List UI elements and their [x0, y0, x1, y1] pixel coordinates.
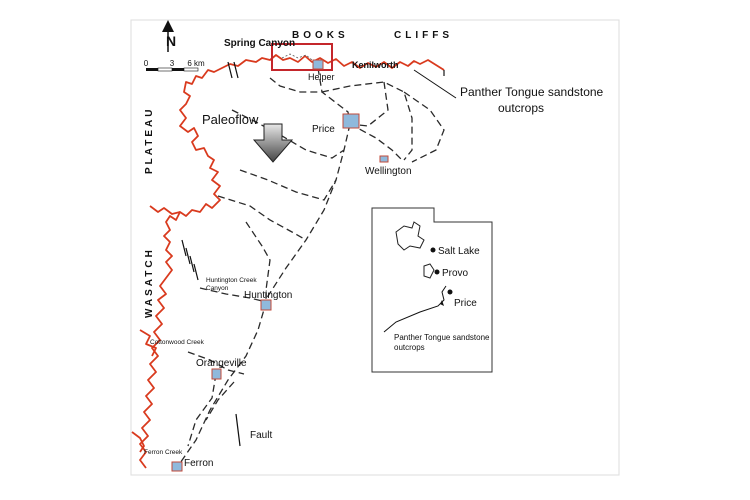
town-marker-huntington — [260, 299, 272, 311]
town-marker-orangeville — [211, 368, 222, 380]
label-orangeville: Orangeville — [196, 358, 247, 369]
inset-dot-price — [447, 289, 453, 295]
region-label-wasatch: WASATCH — [144, 247, 155, 318]
road-network — [177, 67, 445, 467]
spring-canyon-highlight-box — [271, 43, 333, 71]
label-price: Price — [312, 124, 335, 135]
label-spring-canyon: Spring Canyon — [224, 38, 295, 49]
inset-state-outline — [371, 207, 493, 373]
inset-dot-salt-lake — [430, 247, 436, 253]
region-label-plateau: PLATEAU — [144, 107, 155, 174]
label-helper: Helper — [308, 72, 335, 82]
inset-label-outcrops-line1: Panther Tongue sandstone — [394, 333, 490, 342]
region-label-books: BOOKS — [292, 30, 349, 41]
scale-tick-6: 6 km — [187, 59, 205, 68]
inset-outcrop-line — [383, 285, 447, 333]
inset-dot-provo — [434, 269, 440, 275]
inset-map — [371, 207, 493, 373]
inset-arrow-icon — [440, 300, 444, 306]
inset-label-salt-lake: Salt Lake — [438, 246, 480, 257]
scale-tick-3: 3 — [170, 59, 175, 68]
north-arrow-icon — [162, 20, 174, 52]
town-marker-helper — [312, 59, 324, 70]
callout-outcrops-line2: outcrops — [498, 101, 544, 115]
town-marker-wellington — [379, 155, 389, 163]
cliff-spur-south — [139, 329, 157, 357]
label-ferron-creek: Ferron Creek — [144, 449, 183, 456]
inset-label-price: Price — [454, 298, 477, 309]
label-paleoflow: Paleoflow — [202, 112, 259, 127]
cliff-escarpment-line — [139, 54, 445, 469]
town-marker-price — [342, 113, 360, 129]
paleoflow-arrow-icon — [252, 123, 294, 163]
map-frame — [130, 19, 620, 476]
label-fault: Fault — [250, 430, 272, 441]
cliff-spur-lower — [131, 431, 145, 453]
callout-outcrops-line1: Panther Tongue sandstone — [460, 85, 604, 99]
label-huntington-creek-line1: Huntington Creek — [206, 277, 257, 284]
scale-tick-0: 0 — [144, 59, 149, 68]
scale-bar — [146, 67, 199, 72]
label-huntington-creek-line2: Canyon — [206, 285, 229, 292]
north-letter: N — [166, 33, 176, 49]
town-marker-ferron — [171, 461, 183, 472]
cliff-spur-north — [149, 205, 181, 215]
inset-label-outcrops-line2: outcrops — [394, 343, 425, 352]
label-cottonwood-creek: Cottonwood Creek — [150, 339, 205, 346]
fault-ticks — [181, 61, 241, 447]
inset-label-provo: Provo — [442, 268, 469, 279]
highlight-inner-detail — [281, 53, 313, 61]
label-huntington: Huntington — [244, 290, 292, 301]
region-label-cliffs: CLIFFS — [394, 30, 453, 41]
inset-great-salt-lake — [395, 221, 425, 251]
label-kenilworth: Kenilworth — [352, 60, 399, 70]
label-wellington: Wellington — [365, 166, 412, 177]
label-ferron: Ferron — [184, 458, 213, 469]
outcrops-leader-line — [413, 69, 457, 99]
inset-utah-lake — [423, 263, 435, 279]
